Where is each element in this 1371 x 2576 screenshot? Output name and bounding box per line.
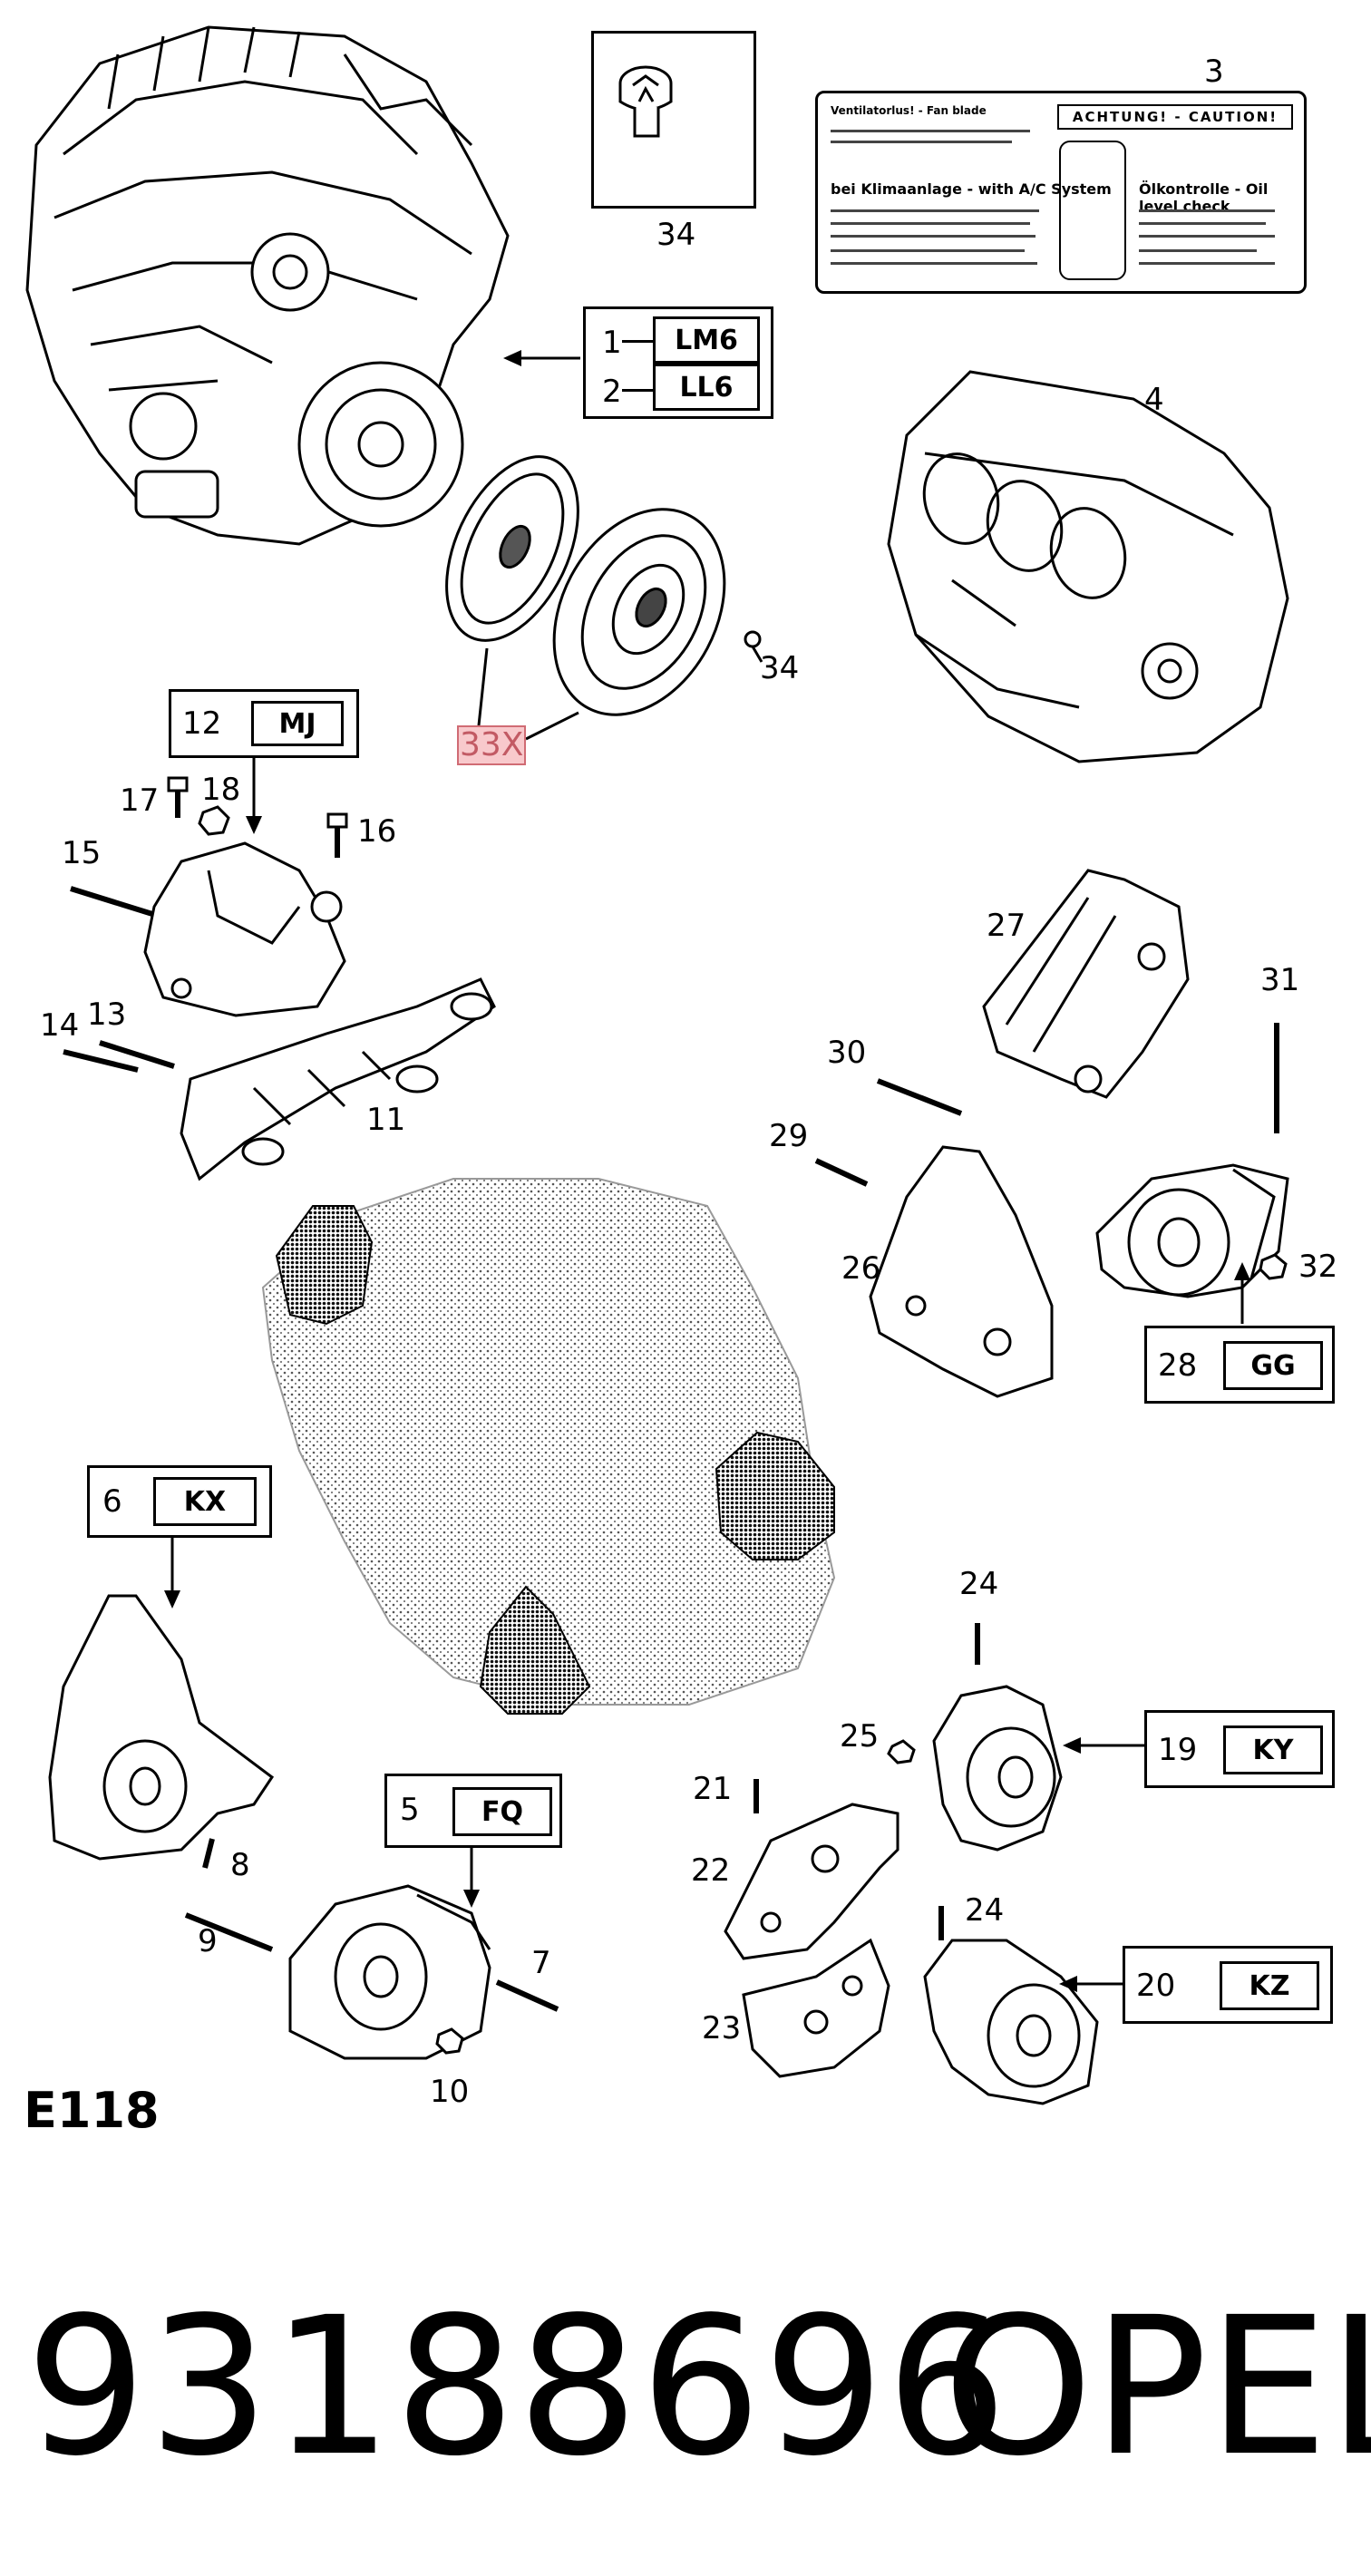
decal-text-line xyxy=(1139,222,1266,225)
callout-25: 25 xyxy=(840,1718,880,1755)
callout-13: 13 xyxy=(87,996,127,1033)
callout-23: 23 xyxy=(702,2010,742,2046)
option-number: 19 xyxy=(1158,1732,1198,1768)
option-code-ky[interactable]: KY xyxy=(1223,1725,1323,1774)
bolts-right-illustration xyxy=(814,1023,1279,1187)
decal-text-line xyxy=(831,222,1030,225)
engine-mount-highlight xyxy=(275,1205,835,1715)
decal-text-line xyxy=(831,235,1036,238)
option-code-kz[interactable]: KZ xyxy=(1220,1961,1319,2010)
option-code-ll6[interactable]: LL6 xyxy=(653,364,760,411)
callout-34: 34 xyxy=(656,217,696,253)
callout-18: 18 xyxy=(201,772,241,808)
fan-bolt-box xyxy=(591,31,756,209)
brand-name: OPEL xyxy=(943,2276,1371,2498)
callout-17: 17 xyxy=(120,783,160,819)
transmission-mount-mj-illustration xyxy=(143,841,346,1017)
callout-30: 30 xyxy=(827,1035,867,1071)
mount-ky-illustration xyxy=(932,1685,1063,1852)
mount-bracket-11-illustration xyxy=(180,977,496,1181)
decal-icon-frame xyxy=(1059,141,1126,280)
decal-text-line xyxy=(1139,262,1275,265)
callout-33x-highlighted[interactable]: 33X xyxy=(457,725,527,765)
diagram-id: E118 xyxy=(24,2082,160,2139)
callout-31: 31 xyxy=(1260,962,1300,998)
option-number: 28 xyxy=(1158,1347,1198,1384)
decal-text-line xyxy=(1139,209,1275,212)
decal-text-line xyxy=(831,209,1039,212)
bolts-bottom-right-illustration xyxy=(754,1623,980,1940)
option-number: 5 xyxy=(400,1792,420,1828)
callout-24: 24 xyxy=(965,1892,1005,1929)
mount-gg-illustration xyxy=(1095,1163,1289,1298)
option-box-engine: 1 2 LM6 LL6 xyxy=(583,306,773,419)
option-box-mj: 12 MJ xyxy=(169,689,359,758)
callout-14: 14 xyxy=(40,1007,80,1044)
option-number: 6 xyxy=(102,1483,122,1520)
option-number: 2 xyxy=(602,374,622,410)
decal-text-line xyxy=(831,249,1025,252)
callout-10: 10 xyxy=(430,2074,470,2110)
callout-22: 22 xyxy=(691,1852,731,1889)
callout-3: 3 xyxy=(1204,53,1224,90)
part-number: 93188696 xyxy=(25,2276,1009,2498)
callout-16: 16 xyxy=(357,813,397,850)
bracket-22-illustration xyxy=(724,1803,899,1960)
bolts-bottom-left-illustration xyxy=(184,1838,559,2012)
bracket-23-illustration xyxy=(742,1938,890,2078)
callout-32: 32 xyxy=(1298,1249,1338,1285)
callout-34: 34 xyxy=(760,650,800,686)
option-code-mj[interactable]: MJ xyxy=(251,701,344,746)
callout-27: 27 xyxy=(987,908,1026,944)
decal-mid-left: bei Klimaanlage - with A/C System xyxy=(831,180,1112,198)
bolt-34-illustration xyxy=(744,630,763,663)
option-box-ky: 19 KY xyxy=(1144,1710,1335,1788)
decal-text-line xyxy=(1139,235,1275,238)
callout-21: 21 xyxy=(693,1771,733,1807)
decal-text-line xyxy=(831,262,1037,265)
option-number: 12 xyxy=(182,705,222,742)
option-code-fq[interactable]: FQ xyxy=(452,1787,552,1836)
warning-decal: Ventilatorlus! - Fan blade ACHTUNG! - CA… xyxy=(815,91,1307,294)
option-connector xyxy=(622,389,655,392)
option-code-gg[interactable]: GG xyxy=(1223,1341,1323,1390)
callout-9: 9 xyxy=(198,1923,218,1959)
callout-26: 26 xyxy=(841,1250,881,1287)
option-box-gg: 28 GG xyxy=(1144,1326,1335,1404)
mount-fq-illustration xyxy=(288,1884,491,2060)
bolts-left-illustration xyxy=(63,776,348,1073)
option-box-kz: 20 KZ xyxy=(1123,1946,1333,2024)
option-number: 1 xyxy=(602,325,622,361)
engine-block-illustration xyxy=(887,370,1289,763)
bracket-27-illustration xyxy=(982,869,1190,1099)
pressure-plate-illustration xyxy=(552,508,726,716)
callout-29: 29 xyxy=(769,1118,809,1154)
option-code-kx[interactable]: KX xyxy=(153,1477,257,1526)
callout-15: 15 xyxy=(62,835,102,871)
option-number: 20 xyxy=(1136,1968,1176,2004)
option-connector xyxy=(622,340,655,343)
callout-11: 11 xyxy=(366,1102,406,1138)
bracket-26-illustration xyxy=(869,1145,1054,1398)
decal-right-title: ACHTUNG! - CAUTION! xyxy=(1057,104,1293,130)
option-box-fq: 5 FQ xyxy=(384,1774,562,1848)
fan-bolt-illustration xyxy=(618,65,673,138)
option-box-kx: 6 KX xyxy=(87,1465,272,1538)
callout-4: 4 xyxy=(1144,382,1164,418)
decal-text-line xyxy=(1139,249,1257,252)
callout-24: 24 xyxy=(959,1566,999,1602)
callout-8: 8 xyxy=(230,1847,250,1883)
mount-kx-illustration xyxy=(48,1594,275,1861)
option-code-lm6[interactable]: LM6 xyxy=(653,316,760,364)
clutch-disc-illustration xyxy=(445,455,579,642)
callout-7: 7 xyxy=(531,1945,551,1981)
decal-text-line xyxy=(831,130,1030,132)
engine-assembly-illustration xyxy=(25,25,510,546)
decal-text-line xyxy=(831,141,1012,143)
mount-kz-illustration xyxy=(923,1939,1099,2105)
decal-left-title: Ventilatorlus! - Fan blade xyxy=(831,104,987,117)
engine-outline-stippled xyxy=(261,1178,836,1706)
